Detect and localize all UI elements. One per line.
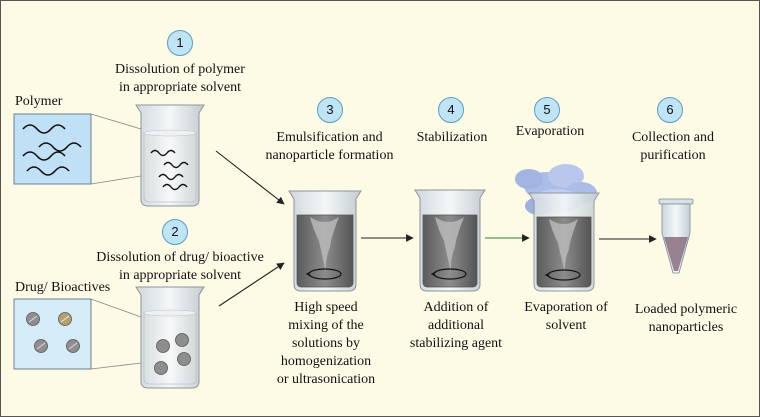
polymer-label: Polymer xyxy=(15,94,63,109)
step-1-title-line: Dissolution of polymer xyxy=(115,62,245,77)
drug-box xyxy=(13,298,92,370)
step-6-badge: 6 xyxy=(657,97,683,123)
step-4-badge: 4 xyxy=(438,97,464,123)
step-1-badge: 1 xyxy=(167,30,193,56)
step-5-badge: 5 xyxy=(534,97,560,123)
stabilizing-caption: Addition of additional stabilizing agent xyxy=(391,299,521,353)
step-5-title-line: Evaporation xyxy=(515,124,585,139)
mixing-caption-line: High speed xyxy=(294,300,358,315)
step-1-title: Dissolution of polymer in appropriate so… xyxy=(95,61,265,97)
stabilizing-caption-line: additional xyxy=(428,318,484,333)
step-5-title: Evaporation xyxy=(505,123,595,141)
stabilizing-caption-line: stabilizing agent xyxy=(409,336,503,351)
step-4-title-line: Stabilization xyxy=(416,130,488,145)
mixing-beaker xyxy=(288,190,362,292)
step-3-title-line: nanoparticle formation xyxy=(265,148,394,163)
step-2-title-line: in appropriate solvent xyxy=(118,268,242,283)
drug-label: Drug/ Bioactives xyxy=(15,280,111,295)
mixing-caption-line: mixing of the xyxy=(288,318,364,333)
evaporation-caption-line: solvent xyxy=(545,318,587,333)
mixing-caption: High speed mixing of the solutions by ho… xyxy=(261,299,391,389)
step-4-title: Stabilization xyxy=(407,129,497,147)
step-1-title-line: in appropriate solvent xyxy=(118,80,242,95)
arrow-drug-to-mix xyxy=(218,262,285,307)
polymer-beaker xyxy=(135,104,205,207)
evaporation-beaker xyxy=(528,192,600,292)
evaporation-caption-line: Evaporation of xyxy=(524,300,608,315)
step-3-title-line: Emulsification and xyxy=(276,130,383,145)
step-2-badge: 2 xyxy=(162,219,188,245)
stabilization-beaker xyxy=(414,189,486,292)
polymer-box xyxy=(13,113,92,185)
step-3-badge: 3 xyxy=(317,97,343,123)
stabilizing-caption-line: Addition of xyxy=(423,300,489,315)
loaded-caption-line: nanoparticles xyxy=(648,320,724,335)
step-2-title-line: Dissolution of drug/ bioactive xyxy=(96,250,264,265)
loaded-caption: Loaded polymeric nanoparticles xyxy=(621,301,751,337)
step-6-title-line: purification xyxy=(640,148,706,163)
step-6-title: Collection and purification xyxy=(623,129,723,165)
loaded-caption-line: Loaded polymeric xyxy=(634,302,738,317)
drug-beaker xyxy=(135,286,205,389)
step-6-title-line: Collection and xyxy=(631,130,715,145)
mixing-caption-line: solutions by xyxy=(291,336,361,351)
mixing-caption-line: homogenization xyxy=(280,354,372,369)
collection-tube xyxy=(658,198,694,274)
mixing-caption-line: or ultrasonication xyxy=(276,372,376,387)
step-2-title: Dissolution of drug/ bioactive in approp… xyxy=(85,249,275,285)
arrow-polymer-to-mix xyxy=(215,150,285,205)
step-3-title: Emulsification and nanoparticle formatio… xyxy=(257,129,402,165)
evaporation-caption: Evaporation of solvent xyxy=(506,299,626,335)
